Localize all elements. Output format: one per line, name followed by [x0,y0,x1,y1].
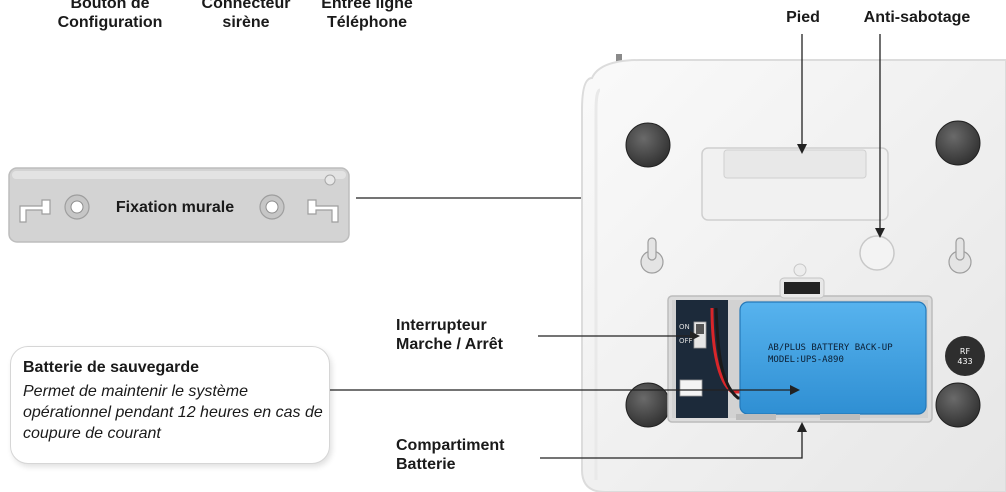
siren-connector-label: Connecteur sirène [186,0,306,32]
callout-title: Batterie de sauvegarde [23,359,200,376]
rf-badge-text: RF 433 [957,347,972,366]
phone-line-label-line2: Téléphone [326,14,407,31]
stand-panel [701,147,889,221]
switch-mark-on: ON [679,323,690,331]
rf-badge-line1: RF [960,347,971,356]
leader-lines [330,34,881,459]
foot-label: Pied [786,9,820,26]
battery-compartment-label-line2: Batterie [396,456,456,473]
power-switch-label-line1: Interrupteur [396,317,487,334]
battery-label: AB/PLUS BATTERY BACK-UP MODEL:UPS-A890 [768,343,893,365]
keyhole-slot-right [948,237,972,274]
leader-arrowheads [690,144,885,432]
rubber-foot-top-right [935,120,981,166]
rubber-foot-top-left [625,122,671,168]
config-button-label-line2: Configuration [57,14,163,31]
callout-description: Permet de maintenir le système opération… [23,383,323,442]
config-button-label: Bouton de Configuration [48,0,172,32]
tamper-label: Anti-sabotage [863,9,971,26]
wall-mount-label: Fixation murale [115,199,235,216]
rf-badge [945,336,985,376]
backup-battery-callout: Batterie de sauvegarde Permet de mainten… [10,346,330,464]
switch-marks: ON OFF [679,323,693,345]
siren-connector-label-line2: sirène [222,14,270,31]
switch-mark-off: OFF [679,337,693,345]
tamper-switch [859,235,895,271]
phone-line-label: Entrée ligne Téléphone [308,0,426,32]
rubber-foot-bottom-right [935,382,981,428]
battery-compartment-label: Compartiment Batterie [396,436,504,474]
phone-line-label-line1: Entrée ligne [321,0,413,12]
battery-label-line2: MODEL:UPS-A890 [768,355,844,365]
battery-label-line1: AB/PLUS BATTERY BACK-UP [768,343,893,353]
power-switch-label: Interrupteur Marche / Arrêt [396,316,503,354]
battery-compartment-label-line1: Compartiment [396,437,505,454]
rf-badge-line2: 433 [957,357,972,366]
wall-mount-bracket [8,167,350,243]
keyhole-slot-left [640,237,664,274]
power-switch-label-line2: Marche / Arrêt [396,336,503,353]
config-button-label-line1: Bouton de [70,0,150,12]
siren-connector-label-line1: Connecteur [201,0,291,12]
